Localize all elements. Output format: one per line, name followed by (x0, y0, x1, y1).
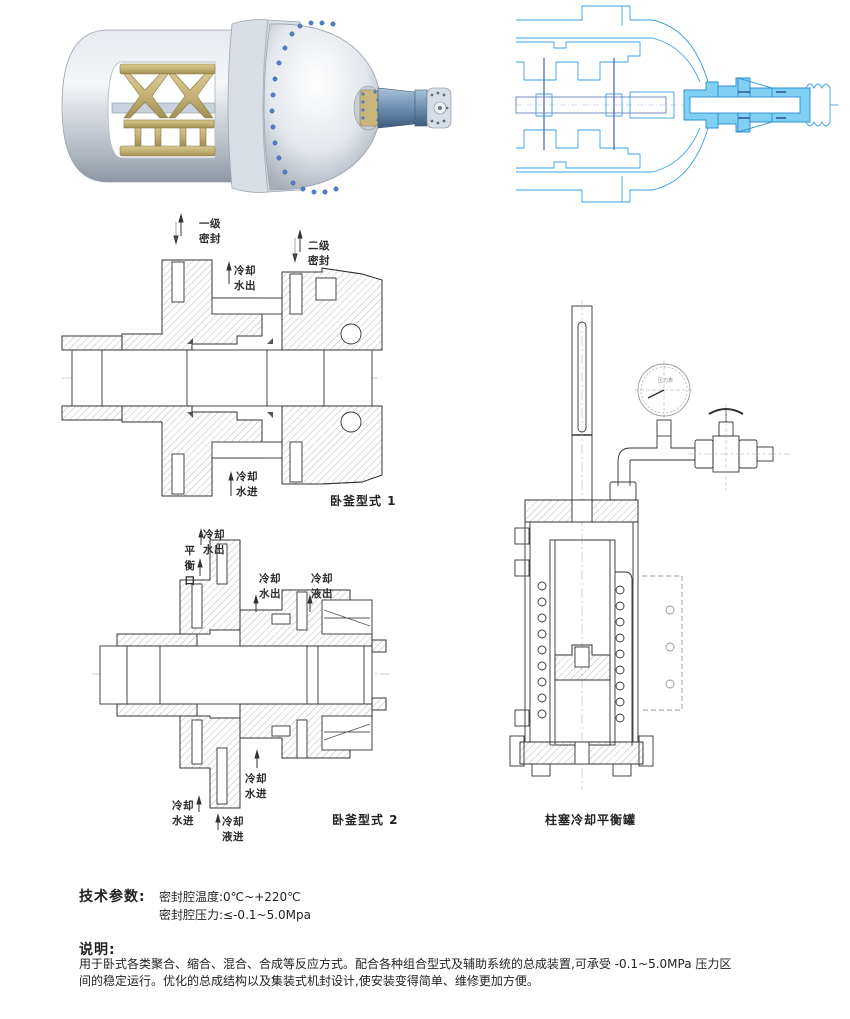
label-coolant-water-out-2: 冷却 水出 (259, 573, 281, 600)
spec-value: ≤-0.1~5.0Mpa (223, 908, 311, 922)
label-coolant-water-in: 冷却 水进 (236, 471, 258, 498)
reactor-render-figure (61, 19, 452, 195)
agitator (119, 63, 216, 157)
label-coolant-water-out: 冷却 水出 (234, 265, 256, 292)
specs-title: 技术参数: (79, 889, 146, 905)
description-title: 说明: (79, 942, 116, 958)
type1-cross-section (61, 259, 383, 497)
balance-tank-figure: 压力表 (509, 300, 790, 790)
blueprint-figure (515, 5, 838, 203)
description-line: 用于卧式各类聚合、缩合、混合、合成等反应方式。配合各种组合型式及辅助系统的总成装… (79, 957, 732, 971)
flange-bolts (269, 20, 339, 195)
type2-cross-section (92, 539, 392, 809)
label-coolant-liquid-out: 冷却 液出 (311, 573, 333, 600)
description-body: 用于卧式各类聚合、缩合、混合、合成等反应方式。配合各种组合型式及辅助系统的总成装… (79, 956, 779, 990)
spec-label: 密封腔压力: (159, 908, 224, 922)
cooling-coils-right (615, 585, 625, 723)
label-balance-port: 平衡口 (184, 545, 196, 587)
spec-label: 密封腔温度: (159, 890, 224, 904)
spec-row-temperature: 密封腔温度:0℃~+220℃ (159, 888, 301, 905)
description-line: 间的稳定运行。优化的总成结构以及集装式机封设计,使安装变得简单、维修更加方便。 (79, 974, 539, 988)
vessel-body (61, 19, 452, 195)
cooling-coils-left (537, 581, 547, 719)
spec-row-pressure: 密封腔压力:≤-0.1~5.0Mpa (159, 906, 311, 923)
label-secondary-seal: 二级 密封 (308, 240, 330, 267)
caption-type2: 卧釜型式 2 (332, 813, 399, 827)
gauge-label: 压力表 (658, 377, 673, 384)
label-primary-seal: 一级 密封 (199, 218, 221, 245)
label-coolant-water-in-2: 冷却 水进 (172, 800, 194, 827)
label-coolant-water-in-1: 冷却 水进 (245, 773, 267, 800)
caption-balance-tank: 柱塞冷却平衡罐 (545, 813, 637, 827)
label-coolant-liquid-in: 冷却 液进 (222, 816, 244, 843)
label-coolant-water-out-1: 冷却 水出 (203, 529, 225, 556)
spec-value: 0℃~+220℃ (223, 890, 301, 904)
caption-type1: 卧釜型式 1 (330, 494, 397, 508)
